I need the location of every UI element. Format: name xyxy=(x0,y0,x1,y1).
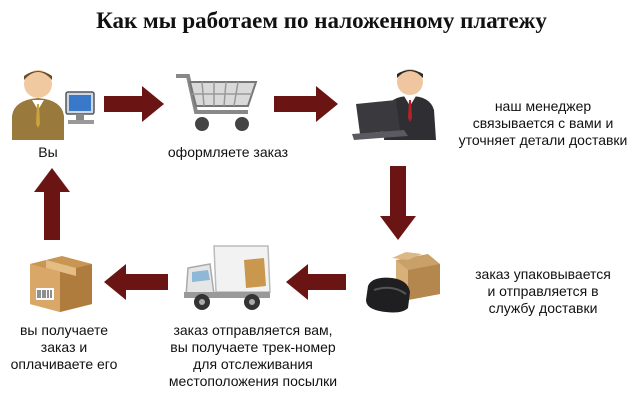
page-title: Как мы работаем по наложенному платежу xyxy=(96,8,547,33)
arrow-you-to-order xyxy=(104,86,164,122)
delivery-truck-icon xyxy=(184,245,271,310)
arrow-ship-to-receive xyxy=(104,264,168,300)
person-at-computer-icon xyxy=(12,70,95,140)
step-ship-caption: заказ отправляется вам, вы получаете тре… xyxy=(168,322,338,389)
step-manager-caption: наш менеджер связывается с вами и уточня… xyxy=(458,98,628,148)
package-box-icon xyxy=(366,252,440,313)
arrow-manager-to-pack xyxy=(380,166,416,240)
step-receive-caption: вы получаете заказ и оплачиваете его xyxy=(10,322,118,372)
step-pack-caption: заказ упаковывается и отправляется в слу… xyxy=(475,266,611,316)
step-you-caption: Вы xyxy=(38,144,58,160)
shopping-cart-icon xyxy=(176,74,258,131)
parcel-barcode-icon xyxy=(30,256,92,312)
arrow-receive-to-you xyxy=(34,168,70,240)
arrow-order-to-manager xyxy=(274,86,338,122)
manager-at-laptop-icon xyxy=(352,69,436,140)
arrow-pack-to-ship xyxy=(286,264,346,300)
step-order-caption: оформляете заказ xyxy=(167,144,289,160)
